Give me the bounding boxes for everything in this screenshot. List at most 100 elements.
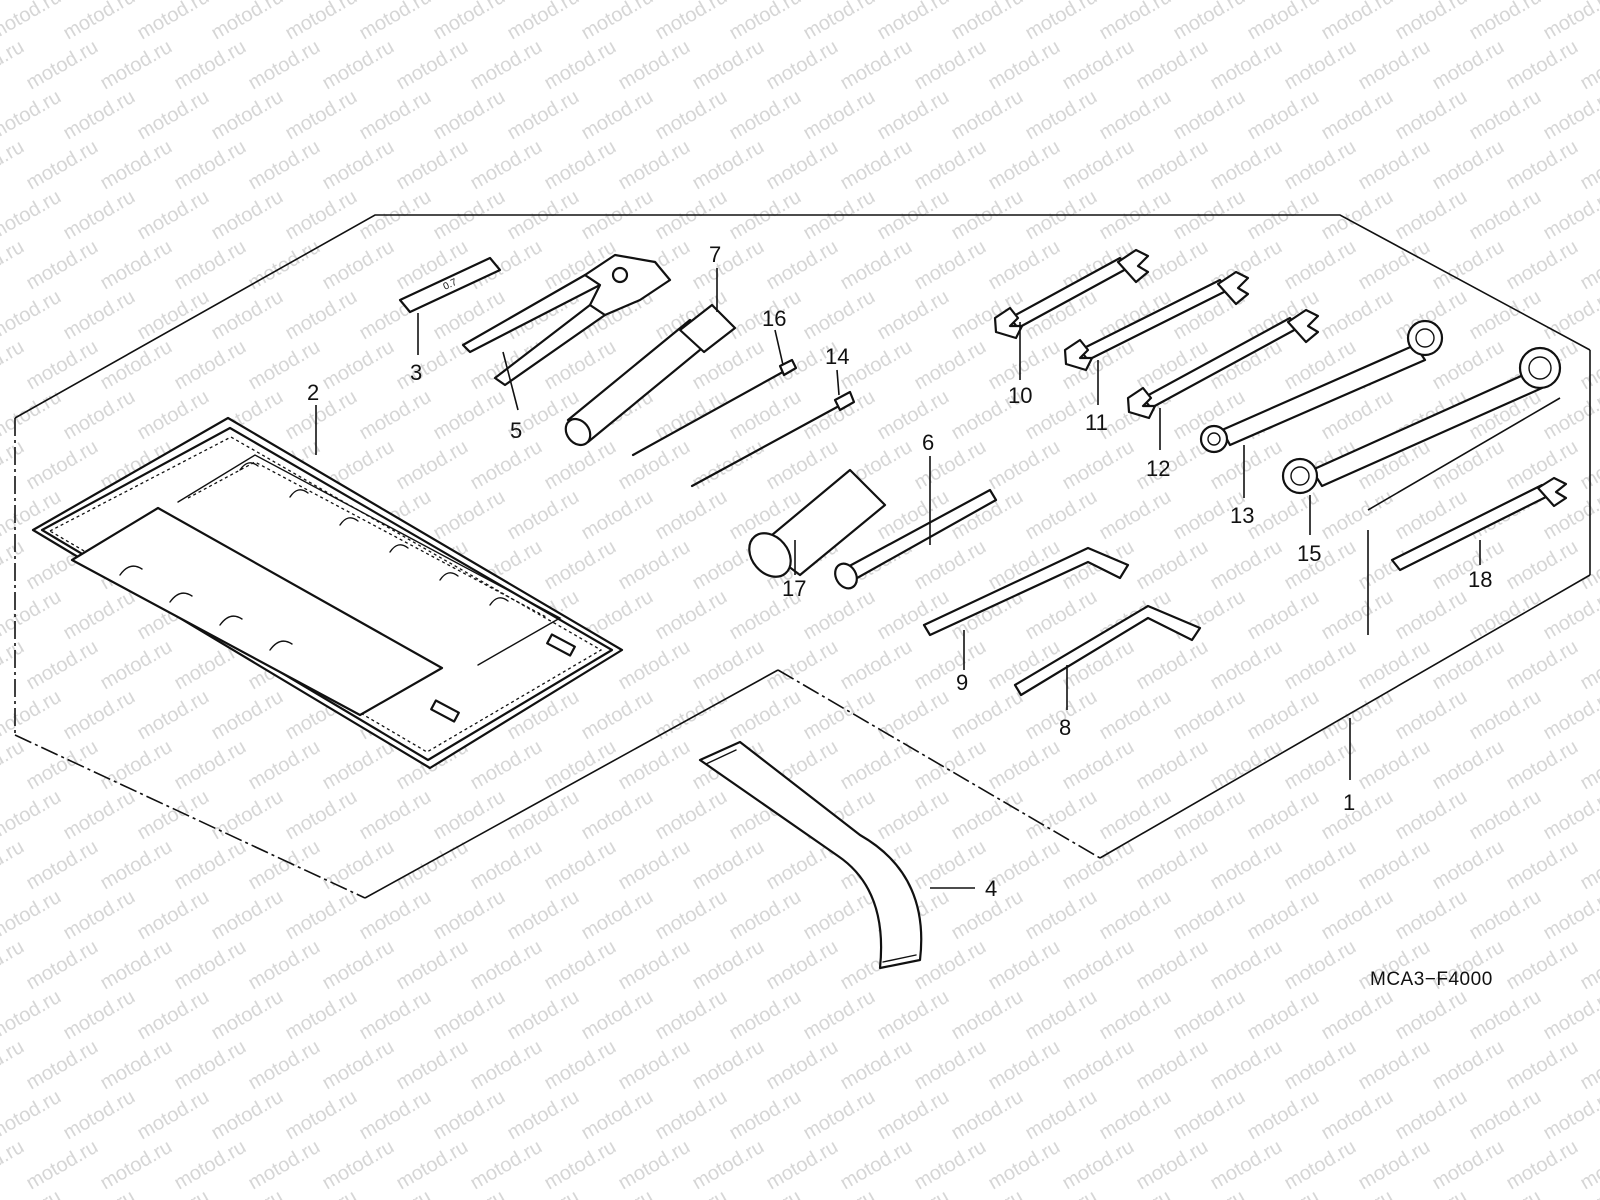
watermark-text: motod.ru [1207,1136,1286,1195]
watermark-text: motod.ru [60,586,139,645]
watermark-text: motod.ru [652,86,731,145]
watermark-text: motod.ru [1133,1036,1212,1095]
watermark-text: motod.ru [23,336,102,395]
watermark-text: motod.ru [504,86,583,145]
watermark-text: motod.ru [1244,0,1323,44]
callout-1: 1 [1343,790,1355,815]
watermark-text: motod.ru [171,236,250,295]
callout-5: 5 [510,418,522,443]
watermark-text: motod.ru [1577,636,1600,695]
watermark-text: motod.ru [578,1086,657,1145]
watermark-text: motod.ru [578,86,657,145]
watermark-text: motod.ru [1170,686,1249,745]
watermark-text: motod.ru [1096,86,1175,145]
watermark-text: motod.ru [430,486,509,545]
watermark-text: motod.ru [467,436,546,495]
watermark-text: motod.ru [1059,836,1138,895]
watermark-text: motod.ru [1022,886,1101,945]
watermark-text: motod.ru [208,186,287,245]
watermark-text: motod.ru [97,1036,176,1095]
watermark-text: motod.ru [578,0,657,44]
watermark-text: motod.ru [1207,536,1286,595]
watermark-text: motod.ru [504,1086,583,1145]
watermark-text: motod.ru [467,1036,546,1095]
watermark-text: motod.ru [874,386,953,445]
watermark-text: motod.ru [689,1036,768,1095]
watermark-text: motod.ru [1281,236,1360,295]
feeler-gauge-marking: 0.7 [442,277,460,293]
watermark-text: motod.ru [0,536,28,595]
watermark-text: motod.ru [874,1086,953,1145]
watermark-text: motod.ru [911,736,990,795]
watermark-text: motod.ru [97,736,176,795]
watermark-text: motod.ru [1096,786,1175,845]
watermark-text: motod.ru [874,286,953,345]
watermark-text: motod.ru [430,886,509,945]
watermark-text: motod.ru [97,236,176,295]
watermark-text: motod.ru [1133,536,1212,595]
watermark-text: motod.ru [282,86,361,145]
watermark-text: motod.ru [874,986,953,1045]
watermark-text: motod.ru [356,0,435,44]
watermark-text: motod.ru [1355,36,1434,95]
watermark-text: motod.ru [282,986,361,1045]
watermark-text: motod.ru [1577,236,1600,295]
watermark-text: motod.ru [319,236,398,295]
watermark-text: motod.ru [1022,586,1101,645]
callout-8: 8 [1059,715,1071,740]
callout-18: 18 [1468,567,1492,592]
watermark-text: motod.ru [1170,0,1249,44]
watermark-text: motod.ru [97,36,176,95]
watermark-text: motod.ru [208,886,287,945]
watermark-text: motod.ru [1577,1136,1600,1195]
watermark-text: motod.ru [430,1086,509,1145]
watermark-text: motod.ru [60,886,139,945]
watermark-text: motod.ru [0,986,65,1045]
watermark-text: motod.ru [171,936,250,995]
watermark-text: motod.ru [282,1186,361,1200]
watermark-text: motod.ru [1318,286,1397,345]
watermark-text: motod.ru [1466,686,1545,745]
watermark-text: motod.ru [60,1186,139,1200]
watermark-text: motod.ru [97,1136,176,1195]
watermark-text: motod.ru [837,1136,916,1195]
watermark-text: motod.ru [948,0,1027,44]
watermark-text: motod.ru [60,786,139,845]
watermark-text: motod.ru [1059,936,1138,995]
small-wrench-tool [1390,476,1568,572]
watermark-text: motod.ru [652,486,731,545]
watermark-text: motod.ru [800,586,879,645]
watermark-text: motod.ru [1133,636,1212,695]
watermark-text: motod.ru [1392,786,1471,845]
hex-key-large-tool [922,546,1130,637]
watermark-text: motod.ru [800,1086,879,1145]
watermark-text: motod.ru [948,1086,1027,1145]
watermark-text: motod.ru [171,36,250,95]
watermark-text: motod.ru [615,736,694,795]
watermark-text: motod.ru [1170,986,1249,1045]
watermark-text: motod.ru [689,636,768,695]
watermark-text: motod.ru [393,1036,472,1095]
watermark-text: motod.ru [652,1086,731,1145]
watermark-text: motod.ru [0,136,28,195]
watermark-text: motod.ru [0,936,28,995]
watermark-text: motod.ru [948,1186,1027,1200]
watermark-text: motod.ru [134,686,213,745]
watermark-text: motod.ru [615,436,694,495]
watermark-text: motod.ru [1059,136,1138,195]
watermark-text: motod.ru [1281,1136,1360,1195]
watermark-text: motod.ru [911,136,990,195]
watermark-text: motod.ru [652,1186,731,1200]
watermark-text: motod.ru [1096,686,1175,745]
watermark-text: motod.ru [578,786,657,845]
watermark-text: motod.ru [1392,586,1471,645]
watermark-text: motod.ru [208,1086,287,1145]
watermark-text: motod.ru [0,1086,65,1145]
watermark-text: motod.ru [652,586,731,645]
watermark-text: motod.ru [874,1186,953,1200]
watermark-text: motod.ru [948,786,1027,845]
watermark-text: motod.ru [1133,1136,1212,1195]
watermark-text: motod.ru [985,1136,1064,1195]
pliers-tool [461,253,672,387]
